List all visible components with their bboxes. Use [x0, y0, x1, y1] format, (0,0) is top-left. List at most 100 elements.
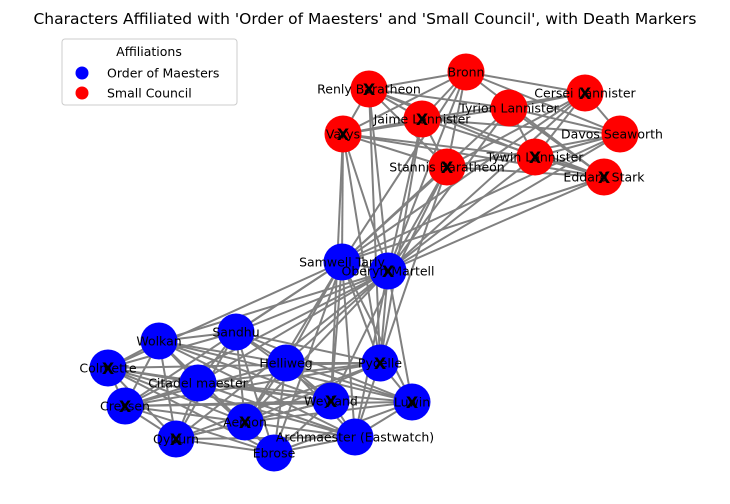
legend-marker-maesters	[75, 66, 89, 80]
edge-samwell-eastwatch	[341, 261, 356, 438]
edge-pycelle-cressen	[124, 362, 381, 407]
death-marker-pycelle: X	[374, 354, 387, 373]
edge-samwell-eddard	[341, 176, 605, 263]
node-davos	[601, 115, 639, 153]
edge-oberyn-sandhu	[235, 270, 389, 333]
node-bronn	[447, 53, 485, 91]
edge-sandhu-ebrose	[235, 331, 275, 454]
node-oberyn	[369, 252, 407, 290]
edge-jaime-davos	[421, 118, 621, 135]
edge-bronn-davos	[465, 71, 621, 135]
node-label-tyrion: Tyrion Lannister	[458, 101, 559, 116]
edge-wolkan-helliweg	[158, 340, 287, 364]
edge-samwell-cersei	[341, 92, 586, 263]
death-marker-luwin: X	[406, 393, 419, 412]
node-label-weyland: Weyland	[304, 394, 358, 409]
edge-tyrion-eddard	[508, 107, 605, 178]
edge-oberyn-davos	[387, 133, 621, 272]
node-luwin	[393, 383, 431, 421]
node-ebrose	[255, 434, 293, 472]
edge-samwell-bronn	[341, 71, 467, 263]
edge-sandhu-pycelle	[235, 331, 381, 364]
edge-oberyn-varys	[342, 133, 389, 272]
edge-oberyn-renly	[368, 88, 389, 272]
death-marker-varys: X	[337, 125, 350, 144]
node-cersei	[566, 74, 604, 112]
node-label-tywin: Tywin Lannister	[486, 150, 585, 165]
legend-title: Affiliations	[116, 44, 182, 59]
node-label-qyburn: Qyburn	[153, 432, 199, 447]
node-qyburn	[157, 420, 195, 458]
edge-cressen-luwin	[124, 401, 413, 407]
node-label-davos: Davos Seaworth	[561, 127, 663, 142]
edge-cressen-aemon	[124, 405, 246, 423]
edge-citadel-weyland	[197, 382, 332, 402]
node-sandhu	[217, 313, 255, 351]
edge-pycelle-varys	[342, 133, 381, 364]
death-marker-weyland: X	[325, 392, 338, 411]
node-jaime	[403, 100, 441, 138]
legend-marker-council	[75, 86, 89, 100]
node-label-oberyn: Oberyn Martell	[341, 264, 434, 279]
edge-sandhu-luwin	[235, 331, 413, 403]
legend-label-maesters: Order of Maesters	[107, 66, 219, 81]
legend: Affiliations Order of Maesters Small Cou…	[61, 38, 238, 106]
node-label-colmette: Colmette	[79, 361, 137, 376]
node-samwell	[323, 243, 361, 281]
edge-oberyn-aemon	[244, 270, 389, 423]
node-label-cersei: Cersei Lannister	[534, 86, 636, 101]
edge-oberyn-citadel	[197, 270, 389, 384]
death-marker-eddard: X	[598, 168, 611, 187]
node-varys	[324, 115, 362, 153]
edge-colmette-aemon	[107, 367, 246, 423]
death-marker-oberyn: X	[382, 262, 395, 281]
node-helliweg	[267, 344, 305, 382]
death-marker-tywin: X	[529, 148, 542, 167]
node-weyland	[312, 382, 350, 420]
edge-samwell-aemon	[244, 261, 343, 423]
edge-aemon-eastwatch	[244, 421, 356, 438]
edge-tyrion-davos	[508, 107, 621, 135]
death-marker-renly: X	[363, 80, 376, 99]
node-label-varys: Varys	[326, 127, 360, 142]
edge-oberyn-cressen	[124, 270, 389, 407]
node-aemon	[226, 403, 264, 441]
node-label-eddard: Eddard Stark	[563, 170, 645, 185]
node-label-cressen: Cressen	[100, 399, 150, 414]
edge-pycelle-qyburn	[175, 362, 381, 440]
death-marker-aemon: X	[239, 413, 252, 432]
death-marker-cressen: X	[119, 397, 132, 416]
node-tyrion	[490, 89, 528, 127]
node-stannis	[428, 148, 466, 186]
node-label-citadel: Citadel maester	[148, 376, 248, 391]
node-label-helliweg: Helliweg	[259, 356, 312, 371]
node-label-wolkan: Wolkan	[136, 334, 181, 349]
edge-cressen-ebrose	[124, 405, 275, 454]
edge-samwell-stannis	[341, 166, 448, 263]
edge-renly-tyrion	[368, 88, 510, 109]
death-marker-stannis: X	[441, 158, 454, 177]
node-label-ebrose: Ebrose	[253, 446, 296, 461]
edge-oberyn-eddard	[387, 176, 605, 272]
edge-oberyn-helliweg	[285, 270, 389, 364]
node-label-pycelle: Pycelle	[358, 356, 402, 371]
edge-pycelle-renly	[368, 88, 381, 364]
node-label-luwin: Luwin	[394, 395, 430, 410]
figure-title: Characters Affiliated with 'Order of Mae…	[33, 10, 696, 28]
edge-oberyn-tywin	[387, 156, 536, 272]
node-eddard	[585, 158, 623, 196]
node-citadel	[179, 364, 217, 402]
node-label-eastwatch: Archmaester (Eastwatch)	[276, 430, 434, 445]
edge-helliweg-luwin	[285, 362, 413, 403]
node-colmette	[89, 349, 127, 387]
death-marker-colmette: X	[102, 359, 115, 378]
death-marker-jaime: X	[416, 110, 429, 129]
node-wolkan	[140, 322, 178, 360]
edge-oberyn-wolkan	[158, 270, 389, 342]
legend-frame	[61, 38, 238, 106]
node-label-bronn: Bronn	[448, 65, 485, 80]
edge-pycelle-stannis	[379, 166, 448, 364]
node-cressen	[106, 387, 144, 425]
